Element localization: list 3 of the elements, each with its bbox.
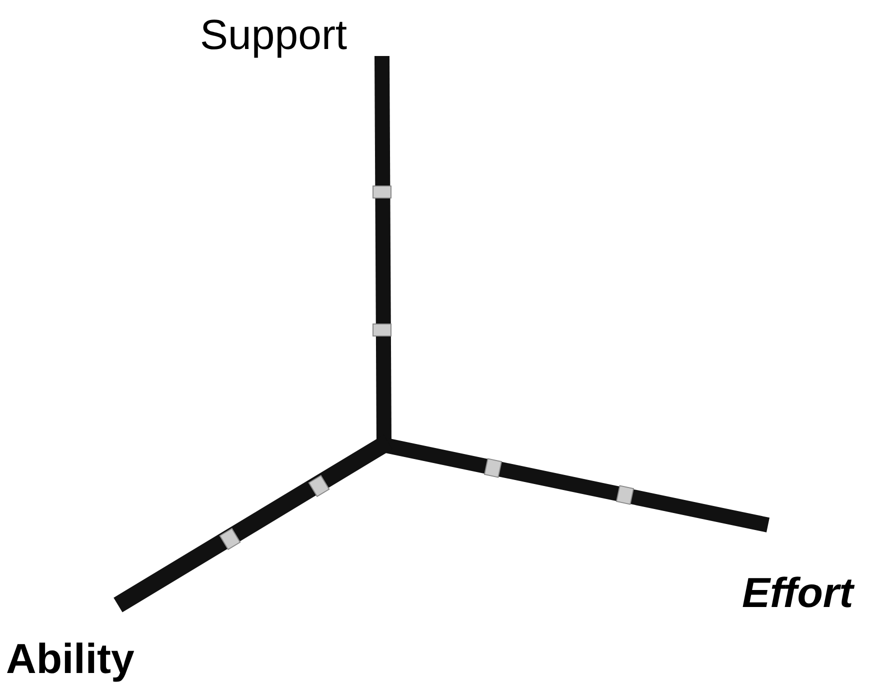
axis-label: Ability [6,638,134,680]
axis-label: Effort [742,572,854,614]
axis-label: Support [200,14,348,56]
